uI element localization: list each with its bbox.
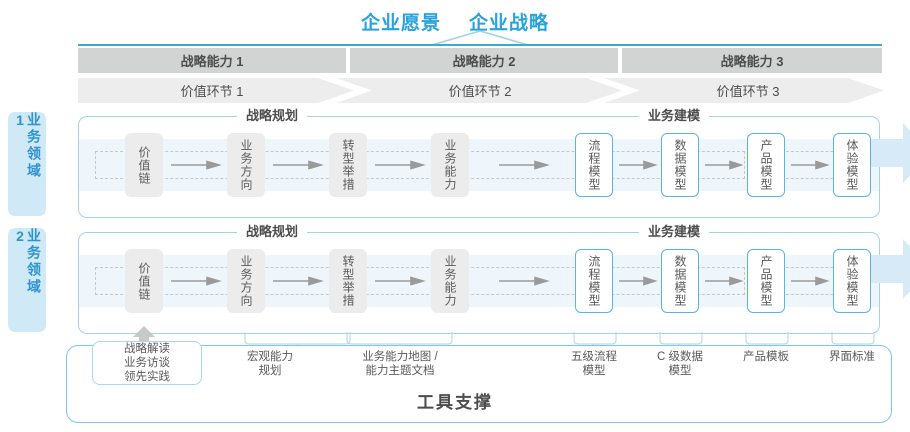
row-1-step-business-capability[interactable]: 业务能力 [431,133,469,197]
tool-item-macro-capability: 宏观能力规划 [216,350,324,378]
tool-item-capability-map-label: 业务能力地图 /能力主题文档 [362,351,438,377]
tool-item-capability-map: 业务能力地图 /能力主题文档 [330,350,470,378]
row-1-section-modeling-title: 业务建模 [639,108,710,124]
tool-item-ui-standard: 界面标准 [790,350,910,364]
row-2-step-data-model[interactable]: 数据模型 [661,249,699,313]
value-chain-label-1: 价值环节 1 [180,84,244,99]
row-2-arrow-6-icon [705,276,744,286]
row-2-arrow-2-icon [273,276,324,286]
tool-item-product-template-label: 产品模板 [743,351,789,363]
row-1-step-experience-model[interactable]: 体验模型 [833,133,871,197]
row-1-step-process-model-label: 流程模型 [587,139,601,191]
domain-row-1: 价值链 业务方向 转型举措 业务能力 流程模型 数据模型 产品模型 体验模型 战… [78,108,910,218]
row-2-step-value-chain-label: 价值链 [137,261,151,301]
value-chain-label-3: 价值环节 3 [716,84,780,99]
teal-divider [78,44,882,46]
row-1-flow-arrow-icon [861,123,910,183]
row-2-arrow-1-icon [171,276,222,286]
row-2-section-modeling-title: 业务建模 [639,224,710,240]
row-1-track-left [95,151,745,179]
row-2-step-data-model-label: 数据模型 [673,255,687,307]
enterprise-vision-title: 企业愿景 [360,12,441,34]
row-2-step-business-capability[interactable]: 业务能力 [431,249,469,313]
tool-support-container [66,345,892,423]
row-1-step-product-model-label: 产品模型 [759,139,773,191]
row-1-arrow-3-icon [375,160,426,170]
tool-item-five-level-process-label: 五级流程模型 [571,351,617,377]
row-1-arrow-6-icon [705,160,744,170]
row-2-step-product-model-label: 产品模型 [759,255,773,307]
row-2-step-transformation-label: 转型举措 [341,255,355,307]
row-1-step-value-chain[interactable]: 价值链 [125,133,163,197]
row-1-step-business-direction-label: 业务方向 [239,139,253,191]
row-1-step-transformation[interactable]: 转型举措 [329,133,367,197]
value-chain-labels: 价值环节 1 价值环节 2 价值环节 3 [78,78,882,103]
row-1-arrow-4-icon [499,160,550,170]
row-1-step-value-chain-label: 价值链 [137,145,151,185]
row-2-flow-arrow-icon [861,239,910,299]
tool-item-macro-capability-label: 宏观能力规划 [247,351,293,377]
row-2-arrow-5-icon [619,276,658,286]
row-1-section-planning-title: 战略规划 [237,108,308,124]
value-chain-label-2: 价值环节 2 [448,84,512,99]
row-2-arrow-3-icon [375,276,426,286]
tool-up-arrow-icon [133,326,155,348]
row-1-step-data-model[interactable]: 数据模型 [661,133,699,197]
row-1-arrow-2-icon [273,160,324,170]
tool-item-c-level-data: C 级数据模型 [618,350,742,378]
row-1-step-product-model[interactable]: 产品模型 [747,133,785,197]
capability-cell-1: 战略能力 1 [78,48,346,73]
domain-label-2-text: 业务领域 2 [12,228,42,296]
strategic-capability-bar: 战略能力 1 战略能力 2 战略能力 3 [78,48,882,73]
row-2-step-product-model[interactable]: 产品模型 [747,249,785,313]
row-1-step-experience-model-label: 体验模型 [845,139,859,191]
row-2-step-business-capability-label: 业务能力 [443,255,457,307]
enterprise-strategy-title: 企业战略 [469,12,550,34]
tool-item-strategy-interpretation-label: 战略解读业务访谈领先实践 [124,343,170,383]
row-2-step-experience-model-label: 体验模型 [845,255,859,307]
row-1-step-business-capability-label: 业务能力 [443,139,457,191]
row-2-step-transformation[interactable]: 转型举措 [329,249,367,313]
domain-label-1: 业务领域 1 [8,112,46,216]
row-2-step-business-direction[interactable]: 业务方向 [227,249,265,313]
row-2-arrow-7-icon [791,276,830,286]
row-1-arrow-7-icon [791,160,830,170]
row-1-step-business-direction[interactable]: 业务方向 [227,133,265,197]
domain-label-2: 业务领域 2 [8,228,46,332]
row-2-arrow-4-icon [499,276,550,286]
row-2-track-left [95,267,745,295]
tool-item-five-level-process: 五级流程模型 [532,350,656,378]
row-2-step-process-model-label: 流程模型 [587,255,601,307]
domain-row-2: 价值链 业务方向 转型举措 业务能力 流程模型 数据模型 产品模型 体验模型 战… [78,224,910,334]
tool-support-title: 工具支撑 [417,393,493,412]
row-2-step-business-direction-label: 业务方向 [239,255,253,307]
row-1-step-process-model[interactable]: 流程模型 [575,133,613,197]
row-2-step-experience-model[interactable]: 体验模型 [833,249,871,313]
row-1-arrow-5-icon [619,160,658,170]
row-2-step-value-chain[interactable]: 价值链 [125,249,163,313]
capability-cell-3: 战略能力 3 [622,48,882,73]
row-1-step-data-model-label: 数据模型 [673,139,687,191]
tool-item-strategy-interpretation[interactable]: 战略解读业务访谈领先实践 [92,341,202,385]
caret-connector-icon [431,30,529,46]
tool-item-product-template: 产品模板 [704,350,828,364]
tool-item-c-level-data-label: C 级数据模型 [657,351,703,377]
value-chain-strip: 价值环节 1 价值环节 2 价值环节 3 [78,78,910,103]
row-2-step-process-model[interactable]: 流程模型 [575,249,613,313]
row-1-step-transformation-label: 转型举措 [341,139,355,191]
tool-item-ui-standard-label: 界面标准 [829,351,875,363]
domain-label-1-text: 业务领域 1 [12,112,42,180]
row-2-section-planning-title: 战略规划 [237,224,308,240]
row-1-arrow-1-icon [171,160,222,170]
capability-cell-2: 战略能力 2 [350,48,618,73]
value-chain-chevrons-icon [78,78,884,103]
header-titles: 企业愿景 企业战略 [0,6,910,36]
